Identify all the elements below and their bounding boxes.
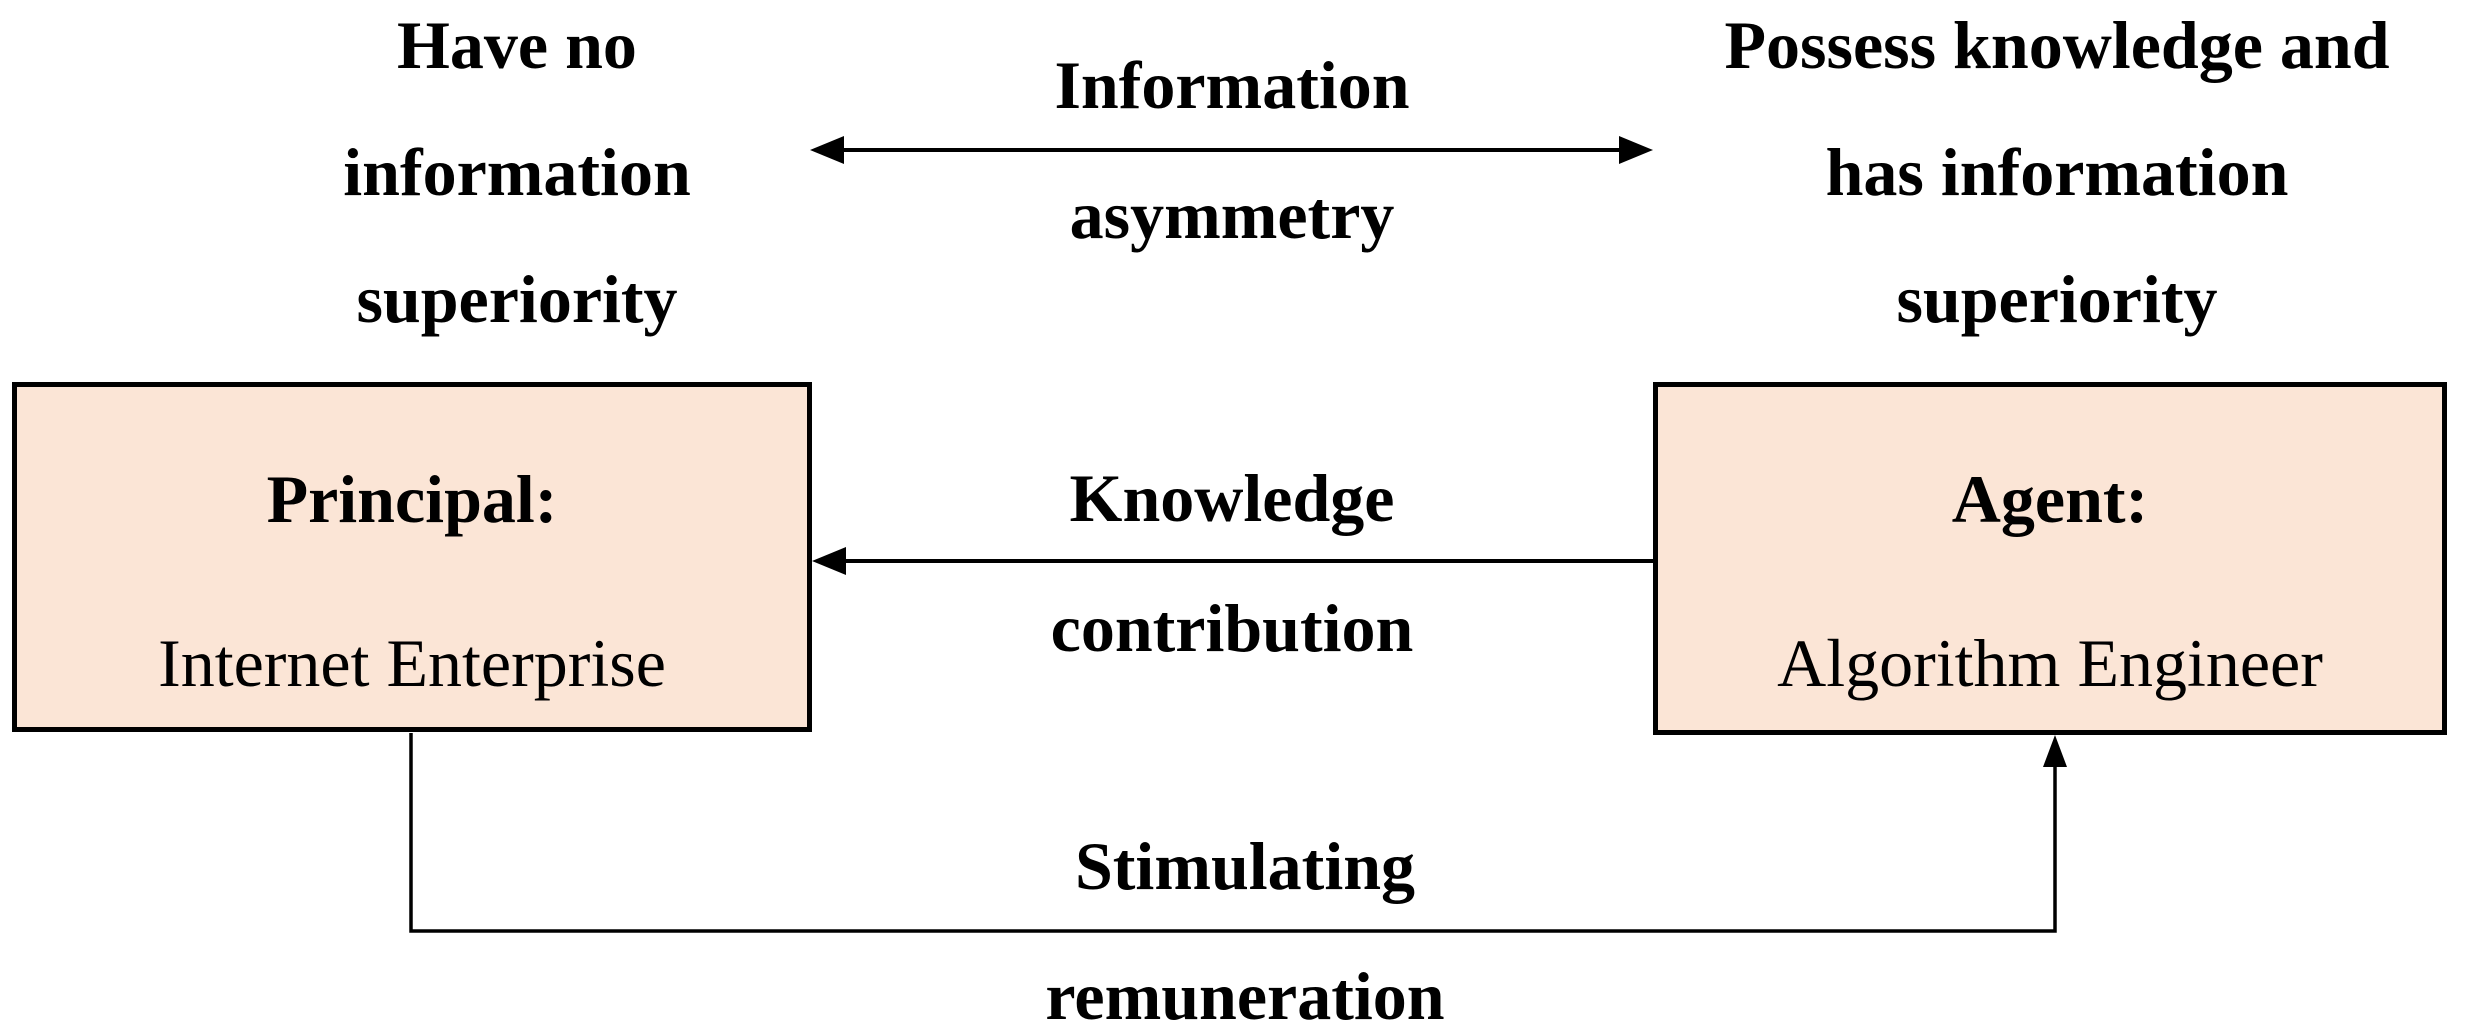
stimulating-remuneration-label: Stimulating remuneration [1045, 801, 1444, 1030]
principal-title: Principal: [266, 461, 558, 537]
knowledge-contribution-label-line: contribution [1050, 590, 1414, 666]
stimulating-remuneration-connector [409, 733, 2067, 933]
stimulating-remuneration-label-line: remuneration [1045, 958, 1445, 1030]
principal-note-line: information [343, 134, 691, 210]
information-asymmetry-label-line: Information [1054, 47, 1410, 123]
agent-note-line: Possess knowledge and [1724, 7, 2390, 83]
information-asymmetry-arrow [810, 136, 1653, 164]
principal-note-line: superiority [356, 261, 678, 337]
agent-title: Agent: [1951, 461, 2149, 537]
agent-subtitle: Algorithm Engineer [1777, 625, 2323, 701]
agent-note-line: has information [1825, 134, 2289, 210]
knowledge-contribution-arrow [812, 547, 1653, 575]
agent-note: Possess knowledge and has information su… [1724, 0, 2389, 363]
information-asymmetry-label: Information asymmetry [1054, 20, 1409, 280]
agent-note-line: superiority [1896, 261, 2218, 337]
principal-subtitle: Internet Enterprise [158, 625, 666, 701]
principal-note-line: Have no [397, 7, 637, 83]
principal-box: Principal: Internet Enterprise [12, 382, 812, 732]
knowledge-contribution-label: Knowledge contribution [1051, 433, 1414, 693]
information-asymmetry-label-line: asymmetry [1069, 177, 1395, 253]
stimulating-remuneration-label-line: Stimulating [1074, 828, 1416, 904]
knowledge-contribution-label-line: Knowledge [1069, 460, 1395, 536]
agent-box: Agent: Algorithm Engineer [1653, 382, 2447, 735]
principal-note: Have no information superiority [343, 0, 691, 363]
